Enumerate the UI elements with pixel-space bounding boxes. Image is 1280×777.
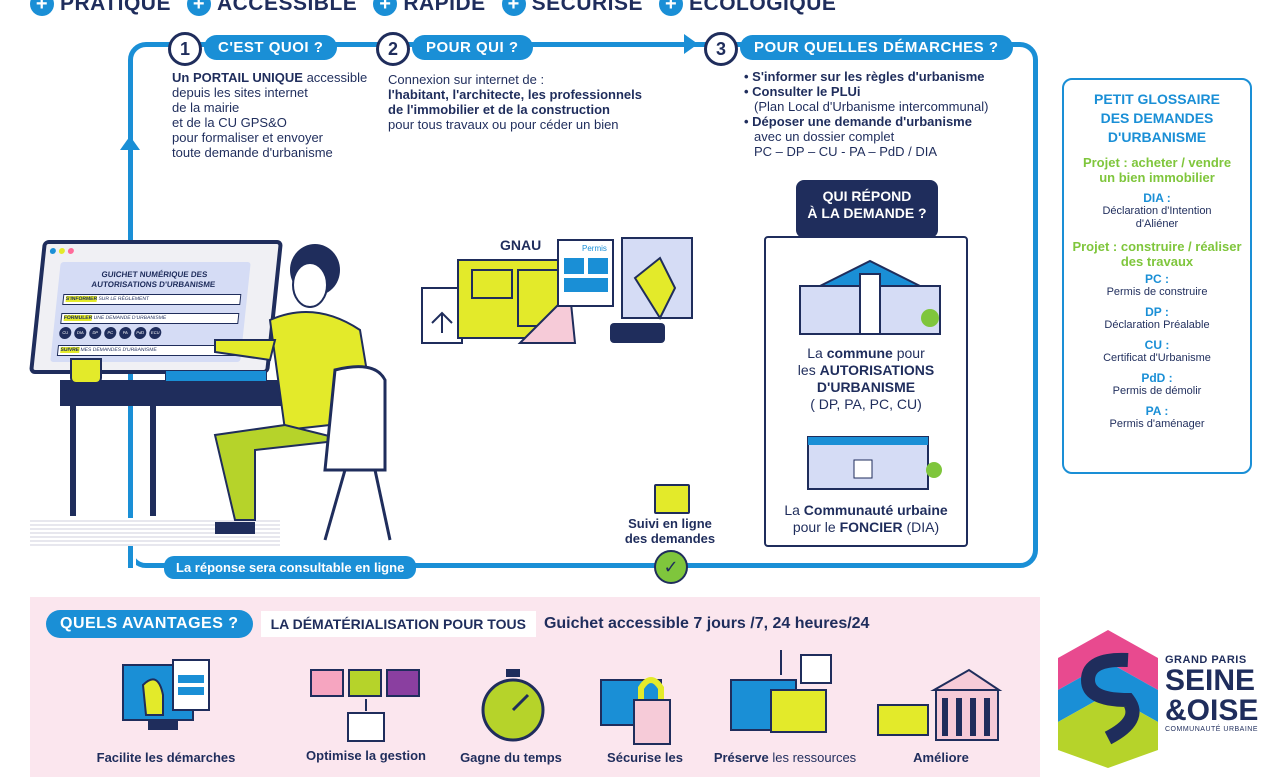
- person-shoe: [215, 522, 255, 534]
- qui-repond-badge: QUI RÉPOND À LA DEMANDE ?: [796, 180, 938, 238]
- desk-leg: [150, 406, 156, 516]
- permis-label: Permis: [582, 244, 607, 253]
- person-illustration: [213, 244, 392, 541]
- person-arm: [214, 339, 277, 362]
- chair-leg: [323, 469, 347, 541]
- avantage-ameliore: Améliore: [913, 750, 969, 765]
- benefit-pratique: +PRATIQUE: [30, 0, 171, 16]
- person-legs: [213, 423, 346, 521]
- cu-building-icon: [807, 436, 942, 490]
- keyboard: [165, 370, 267, 382]
- suivi-text: Suivi en ligne des demandes: [624, 516, 716, 546]
- glossary-project-acheter: Projet : acheter / vendre un bien immobi…: [1082, 155, 1232, 185]
- benefit-securise: +SÉCURISÉ: [501, 0, 643, 16]
- folder-icon: [654, 484, 690, 514]
- benefits-bar: +PRATIQUE +ACCESSIBLE +RAPIDE +SÉCURISÉ …: [30, 0, 836, 16]
- glossary-box: PETIT GLOSSAIRE DES DEMANDES D'URBANISME…: [1062, 78, 1252, 474]
- thumbs-up-building-icon: [877, 668, 1003, 741]
- step-3-text: • S'informer sur les règles d'urbanisme …: [744, 69, 989, 159]
- commune-text: La commune pour les AUTORISATIONS D'URBA…: [797, 345, 935, 412]
- flow-left-line-lower: [128, 362, 133, 568]
- benefit-rapide: +RAPIDE: [373, 0, 485, 16]
- step-2-number: 2: [376, 32, 410, 66]
- guichet-hours: Guichet accessible 7 jours /7, 24 heures…: [543, 615, 870, 632]
- cu-text: La Communauté urbaine pour le FONCIER (D…: [784, 502, 948, 535]
- chair-leg: [373, 469, 392, 541]
- step-3-label: POUR QUELLES DÉMARCHES ?: [740, 35, 1013, 60]
- avantage-optimise: Optimise la gestion: [306, 748, 426, 763]
- computer-folder-icon: [730, 650, 832, 733]
- plus-icon: +: [501, 0, 526, 16]
- step-1-text: Un PORTAIL UNIQUE accessible depuis les …: [172, 70, 368, 160]
- arrow-up-icon: [120, 136, 140, 150]
- avantages-header: QUELS AVANTAGES ? LA DÉMATÉRIALISATION P…: [46, 610, 869, 638]
- qui-repond-box: [764, 236, 968, 547]
- desk-leg: [70, 406, 76, 516]
- avantages-badge: QUELS AVANTAGES ?: [46, 610, 253, 638]
- hand-screen-icon: [122, 659, 210, 730]
- benefit-accessible: +ACCESSIBLE: [186, 0, 357, 16]
- step-1-label: C'EST QUOI ?: [204, 35, 338, 60]
- avantage-securise: Sécurise les: [607, 750, 683, 765]
- flow-left-line: [128, 80, 133, 240]
- gpso-logo-text: GRAND PARIS SEINE &OISE COMMUNAUTÉ URBAI…: [1165, 654, 1259, 733]
- person-face: [292, 262, 328, 308]
- stopwatch-icon: [481, 669, 545, 742]
- avantage-preserve: Préserve les ressources: [713, 750, 857, 765]
- gnau-illustration: [421, 237, 693, 344]
- plus-icon: +: [30, 0, 54, 16]
- window-dot-icon: [58, 248, 66, 254]
- reponse-caption: La réponse sera consultable en ligne: [164, 556, 417, 579]
- logo-mini-icon: [853, 459, 873, 479]
- plus-icon: +: [373, 0, 398, 16]
- step-3-number: 3: [704, 32, 738, 66]
- chair-back: [323, 365, 387, 472]
- window-dot-icon: [67, 248, 75, 254]
- glossary-project-construire: Projet : construire / réaliser des trava…: [1072, 239, 1242, 269]
- gnau-label: GNAU: [500, 237, 542, 253]
- excavator-icon: [633, 256, 677, 321]
- avantage-facilite: Facilite les démarches: [96, 750, 236, 765]
- gpso-logo-icon: [1058, 630, 1158, 768]
- padlock-icon: [600, 677, 671, 745]
- dematerialisation-label: LA DÉMATÉRIALISATION POUR TOUS: [260, 611, 536, 637]
- avantage-gagne: Gagne du temps: [460, 750, 562, 765]
- plus-icon: +: [186, 0, 211, 16]
- plus-icon: +: [659, 0, 684, 16]
- mug-icon: [70, 358, 102, 384]
- window-dot-icon: [49, 248, 57, 254]
- folders-icon: [310, 669, 420, 742]
- arrow-right-icon: [684, 34, 698, 54]
- town-hall-icon: [799, 259, 941, 335]
- benefit-ecologique: +ÉCOLOGIQUE: [659, 0, 836, 16]
- step-2-label: POUR QUI ?: [412, 35, 533, 60]
- check-icon: ✓: [654, 550, 688, 584]
- step-1-number: 1: [168, 32, 202, 66]
- desk-top: [60, 380, 320, 406]
- step-2-text: Connexion sur internet de : l'habitant, …: [388, 72, 642, 132]
